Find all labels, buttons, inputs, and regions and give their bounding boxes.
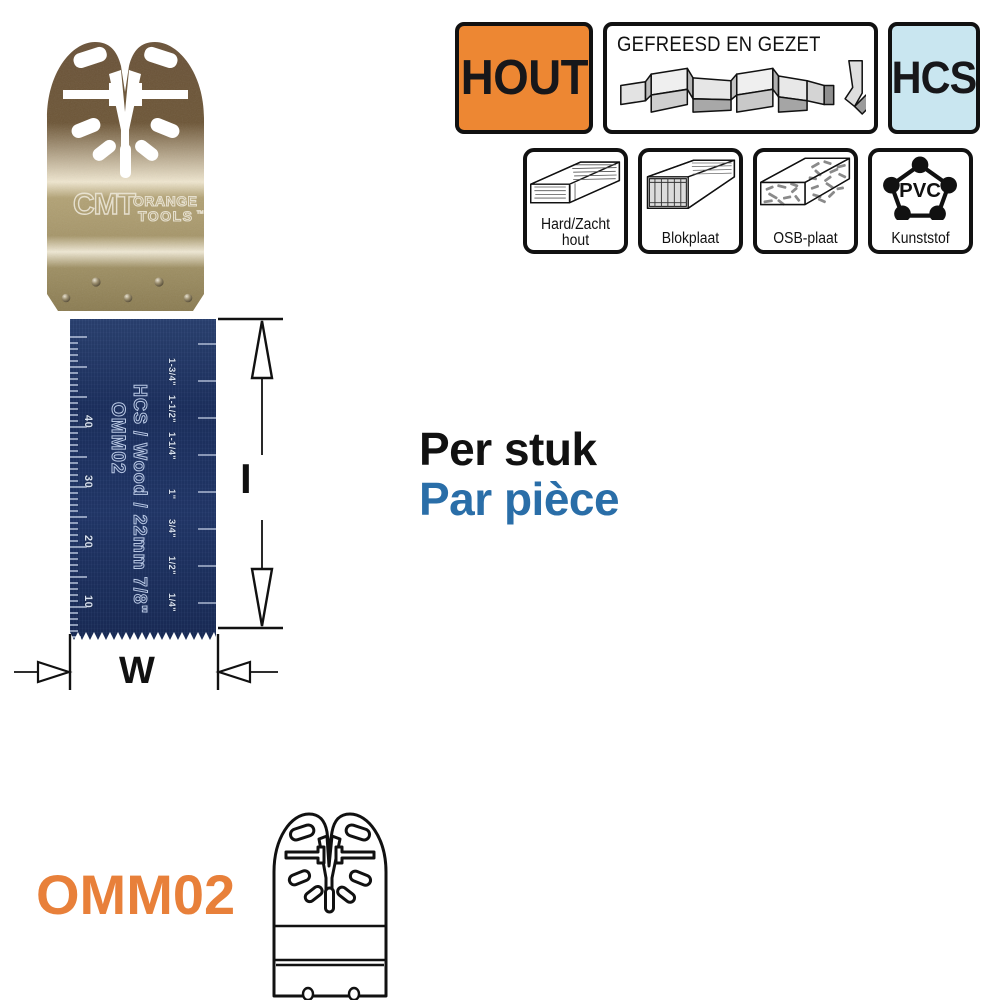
packaging-text-block: Per stuk Par pièce <box>419 425 839 525</box>
blade-product-photo: CMT ORANGE TOOLS ™ <box>33 26 218 641</box>
solid-wood-icon <box>530 161 621 204</box>
dim-arrow-w-right <box>215 660 252 684</box>
badge-osb-label: OSB-plaat <box>773 230 838 248</box>
badge-plastic-label: Kunststof <box>891 230 950 248</box>
badge-process-gefreesd-en-gezet: GEFREESD EN GEZET <box>603 22 878 134</box>
blade-blue-body: 10 20 30 40 1/4" 1/2" 3/4" 1" 1-1/4" 1-1… <box>70 319 216 641</box>
pvc-polymer-nodes <box>883 156 957 220</box>
dimension-label-width: W <box>119 650 155 692</box>
blade-body-texture <box>70 319 216 641</box>
badge-hcs-label: HCS <box>891 52 978 103</box>
dim-arrow-w-left <box>36 660 73 684</box>
specification-badges: HOUT GEFREESD EN GEZET <box>455 22 990 267</box>
svg-text:™: ™ <box>196 209 204 218</box>
badge-material-osb: OSB-plaat <box>753 148 858 254</box>
shank-rivets <box>61 277 193 303</box>
blade-line-drawing <box>272 812 388 1000</box>
badge-material-solid-wood: Hard/Zacht hout <box>523 148 628 254</box>
mount-cutouts <box>63 46 188 178</box>
badge-solid-wood-label: Hard/Zacht hout <box>540 216 610 250</box>
milled-and-set-teeth-icon <box>620 60 866 115</box>
cmt-brand-logo: CMT ORANGE TOOLS ™ <box>72 187 204 224</box>
badge-hout-label: HOUT <box>460 51 588 105</box>
packaging-text-dutch: Per stuk <box>419 423 597 475</box>
dim-arrow-i-top <box>250 320 274 380</box>
badge-blockboard-label: Blokplaat <box>661 230 720 248</box>
blade-shank-mount: CMT ORANGE TOOLS ™ <box>47 42 204 311</box>
product-code-label: OMM02 <box>36 863 236 926</box>
svg-text:ORANGE: ORANGE <box>133 193 197 209</box>
badge-row-materials: Hard/Zacht hout <box>523 148 973 254</box>
svg-text:CMT: CMT <box>73 188 136 221</box>
badge-process-label: GEFREESD EN GEZET <box>617 33 821 56</box>
packaging-text-french: Par pièce <box>419 472 620 525</box>
badge-material-plastic: PVC Kunststof <box>868 148 973 254</box>
imperial-ticks <box>198 343 216 604</box>
badge-steel-hcs: HCS <box>888 22 980 134</box>
lineart-rivets <box>301 986 361 1000</box>
svg-text:TOOLS: TOOLS <box>138 208 193 224</box>
pvc-inner-label: PVC <box>899 180 941 202</box>
blockboard-core-strips <box>649 178 687 207</box>
badge-material-blockboard: Blokplaat <box>638 148 743 254</box>
badge-material-hout: HOUT <box>455 22 593 134</box>
blade-ruler-and-teeth <box>70 336 216 641</box>
osb-board-icon <box>760 157 851 206</box>
dimension-label-length: I <box>240 455 252 502</box>
blockboard-icon <box>646 159 736 209</box>
pvc-plastic-icon: PVC <box>883 156 957 220</box>
metric-ticks <box>70 336 87 638</box>
osb-strand-flakes <box>763 160 847 206</box>
wood-grain-lines <box>534 164 617 202</box>
badge-row-primary: HOUT GEFREESD EN GEZET <box>455 22 980 134</box>
saw-teeth <box>70 632 216 641</box>
dim-arrow-i-bottom <box>250 567 274 627</box>
blade-body-surface <box>70 319 216 641</box>
